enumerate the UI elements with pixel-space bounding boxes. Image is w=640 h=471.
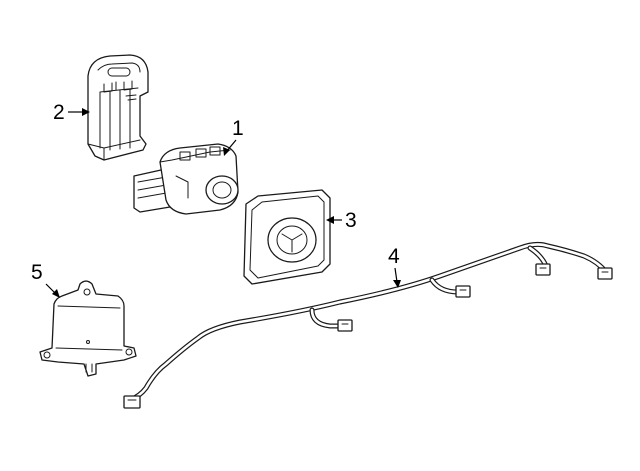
parking-sensor-part[interactable] [133,143,239,215]
callout-label-2: 2 [53,101,65,124]
control-module-part[interactable] [39,280,137,377]
sensor-retainer-part[interactable] [87,54,149,161]
callout-1: 1 [223,117,244,156]
callout-label-4: 4 [388,245,400,268]
mounting-pad-part[interactable] [243,189,331,285]
callout-3: 3 [326,209,357,232]
callout-label-3: 3 [345,209,357,232]
callout-label-1: 1 [232,117,244,140]
callout-label-5: 5 [31,261,43,284]
callout-5: 5 [31,261,60,298]
callout-2: 2 [53,101,90,124]
callout-4: 4 [388,245,401,288]
wire-harness-part[interactable] [123,241,613,409]
